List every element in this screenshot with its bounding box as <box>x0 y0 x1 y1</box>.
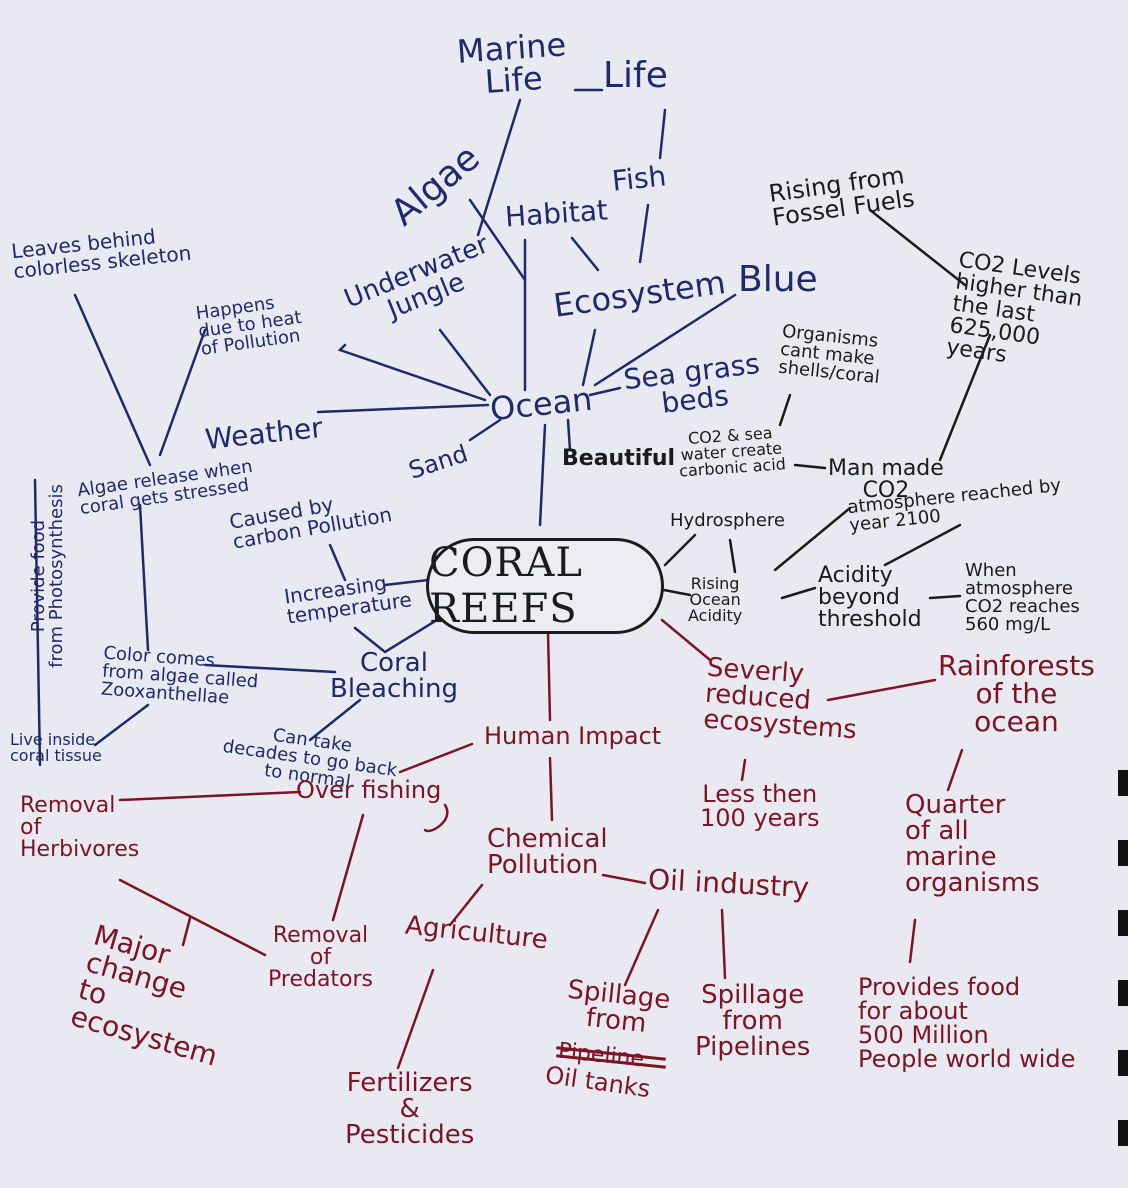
label-provide-food: Provide food from Photosynthesis <box>27 484 67 668</box>
label-overfishing: Over fishing <box>296 776 442 804</box>
label-hydrosphere: Hydrosphere <box>670 510 785 531</box>
label-coral-bleaching: Coral Bleaching <box>330 648 458 704</box>
label-chemical-pollution: Chemical Pollution <box>487 824 608 880</box>
line-provide-color <box>33 478 42 767</box>
binder-ring-mark <box>1118 1120 1128 1146</box>
center-node-coral-reefs: CORAL REEFS <box>426 538 664 634</box>
label-when-atmosphere: When atmosphere CO2 reaches 560 mg/L <box>965 560 1080 635</box>
line-severely-less <box>740 758 747 782</box>
line-overfishing-removal <box>118 790 302 802</box>
label-human-impact: Human Impact <box>484 722 662 750</box>
line-co2sea-manmade <box>793 463 827 470</box>
line-hydro-center <box>663 533 697 567</box>
line-habitat-marine <box>468 198 527 282</box>
line-color-bleaching <box>203 663 337 674</box>
line-center-rising <box>662 588 692 597</box>
line-ecosystem-ocean <box>581 328 597 387</box>
label-removal-predators: Removal of Predators <box>268 923 374 992</box>
binder-ring-mark <box>1118 840 1128 866</box>
line-ocean-center <box>538 423 547 527</box>
line-overfishing-predators <box>331 813 365 922</box>
label-oil-industry: Oil industry <box>647 862 810 905</box>
line-increasing-bleaching <box>353 613 447 654</box>
line-underwater-ocean <box>438 328 492 397</box>
label-co2-levels: CO2 Levels higher than the last 625,000 … <box>944 247 1084 369</box>
label-fertilizers: Fertilizers & Pesticides <box>345 1068 475 1150</box>
label-spillage-pipelines: Spillage from Pipelines <box>695 980 811 1062</box>
line-fish-ecosystem <box>638 203 650 264</box>
line-caused-increasing <box>328 543 347 582</box>
label-removal-herbivores: Removal of Herbivores <box>20 793 140 862</box>
label-co2-sea: CO2 & sea water create carbonic acid <box>678 423 787 481</box>
line-oil-spill1 <box>623 908 660 987</box>
line-co2-manmade <box>938 333 992 462</box>
line-sand-ocean <box>468 418 502 442</box>
label-rainforests: Rainforests of the ocean <box>938 649 1095 738</box>
label-severely-reduced: Severly reduced ecosystems <box>702 652 858 746</box>
line-bleaching-cantake <box>308 698 362 742</box>
label-ocean: Ocean <box>488 379 595 429</box>
label-blue: Blue <box>738 259 818 300</box>
line-color-live <box>93 703 150 747</box>
line-rising-acidity <box>780 586 817 600</box>
line-rising-manmade <box>773 506 852 572</box>
label-rising-acidity: Rising Ocean Acidity <box>688 574 743 625</box>
line-center-human <box>546 630 552 722</box>
label-beautiful: Beautiful <box>562 446 676 471</box>
binder-ring-mark <box>1118 980 1128 1006</box>
label-color-comes: Color comes from algae called Zooxanthel… <box>100 642 259 709</box>
label-man-made: Man made CO2 <box>828 456 944 503</box>
line-happens-algae <box>158 328 207 457</box>
line-marine-ocean <box>476 98 522 237</box>
line-happens-ocean <box>337 343 487 402</box>
binder-ring-mark <box>1118 910 1128 936</box>
line-habitat-ecosystem <box>570 236 600 272</box>
line-ocean-seagrass <box>588 386 622 397</box>
label-organisms-cant: Organisms cant make shells/coral <box>777 320 881 389</box>
line-ocean-beautiful <box>566 418 572 452</box>
line-human-overfishing <box>398 742 474 774</box>
line-center-severely <box>660 618 712 662</box>
line-herbivores-major <box>181 916 192 947</box>
line-life-fish <box>658 108 667 160</box>
label-provides-food: Provides food for about 500 Million Peop… <box>858 973 1076 1073</box>
label-life: Life <box>603 55 668 96</box>
line-human-chemical <box>548 756 554 822</box>
binder-ring-mark <box>1118 1050 1128 1076</box>
line-rainforests-quarter <box>946 748 964 792</box>
label-spillage-from: Spillage from <box>566 974 672 1040</box>
label-quarter: Quarter of all marine organisms <box>905 790 1040 898</box>
line-overfishing-curl <box>423 803 449 833</box>
label-less-than: Less then 100 years <box>700 780 820 832</box>
line-chemical-oil <box>601 873 647 885</box>
line-agri-fert <box>396 968 435 1070</box>
label-fish: Fish <box>610 159 668 198</box>
line-increasing-center <box>383 578 430 587</box>
line-weather-ocean <box>316 403 490 414</box>
label-habitat: Habitat <box>503 193 609 234</box>
line-hydro-rising <box>728 538 737 574</box>
line-acidity-atmos <box>883 523 962 567</box>
line-severely-rainforests <box>826 678 937 702</box>
line-acidity-when <box>928 594 962 600</box>
line-quarter-provides <box>908 918 917 964</box>
line-fossil-co2 <box>868 208 967 287</box>
line-chemical-agri <box>448 883 484 927</box>
label-marine-life: Marine Life <box>455 25 568 101</box>
line-organisms-co2sea <box>778 393 792 427</box>
label-live-inside: Live inside coral tissue <box>10 730 102 765</box>
line-herbivores-predators <box>118 878 267 957</box>
line-leaves-algae <box>73 293 152 467</box>
binder-ring-mark <box>1118 770 1128 796</box>
line-algae-color <box>138 503 150 652</box>
label-acidity-beyond: Acidity beyond threshold <box>818 563 922 632</box>
line-oil-spill2 <box>720 908 727 980</box>
line-blue-ocean <box>593 293 737 387</box>
